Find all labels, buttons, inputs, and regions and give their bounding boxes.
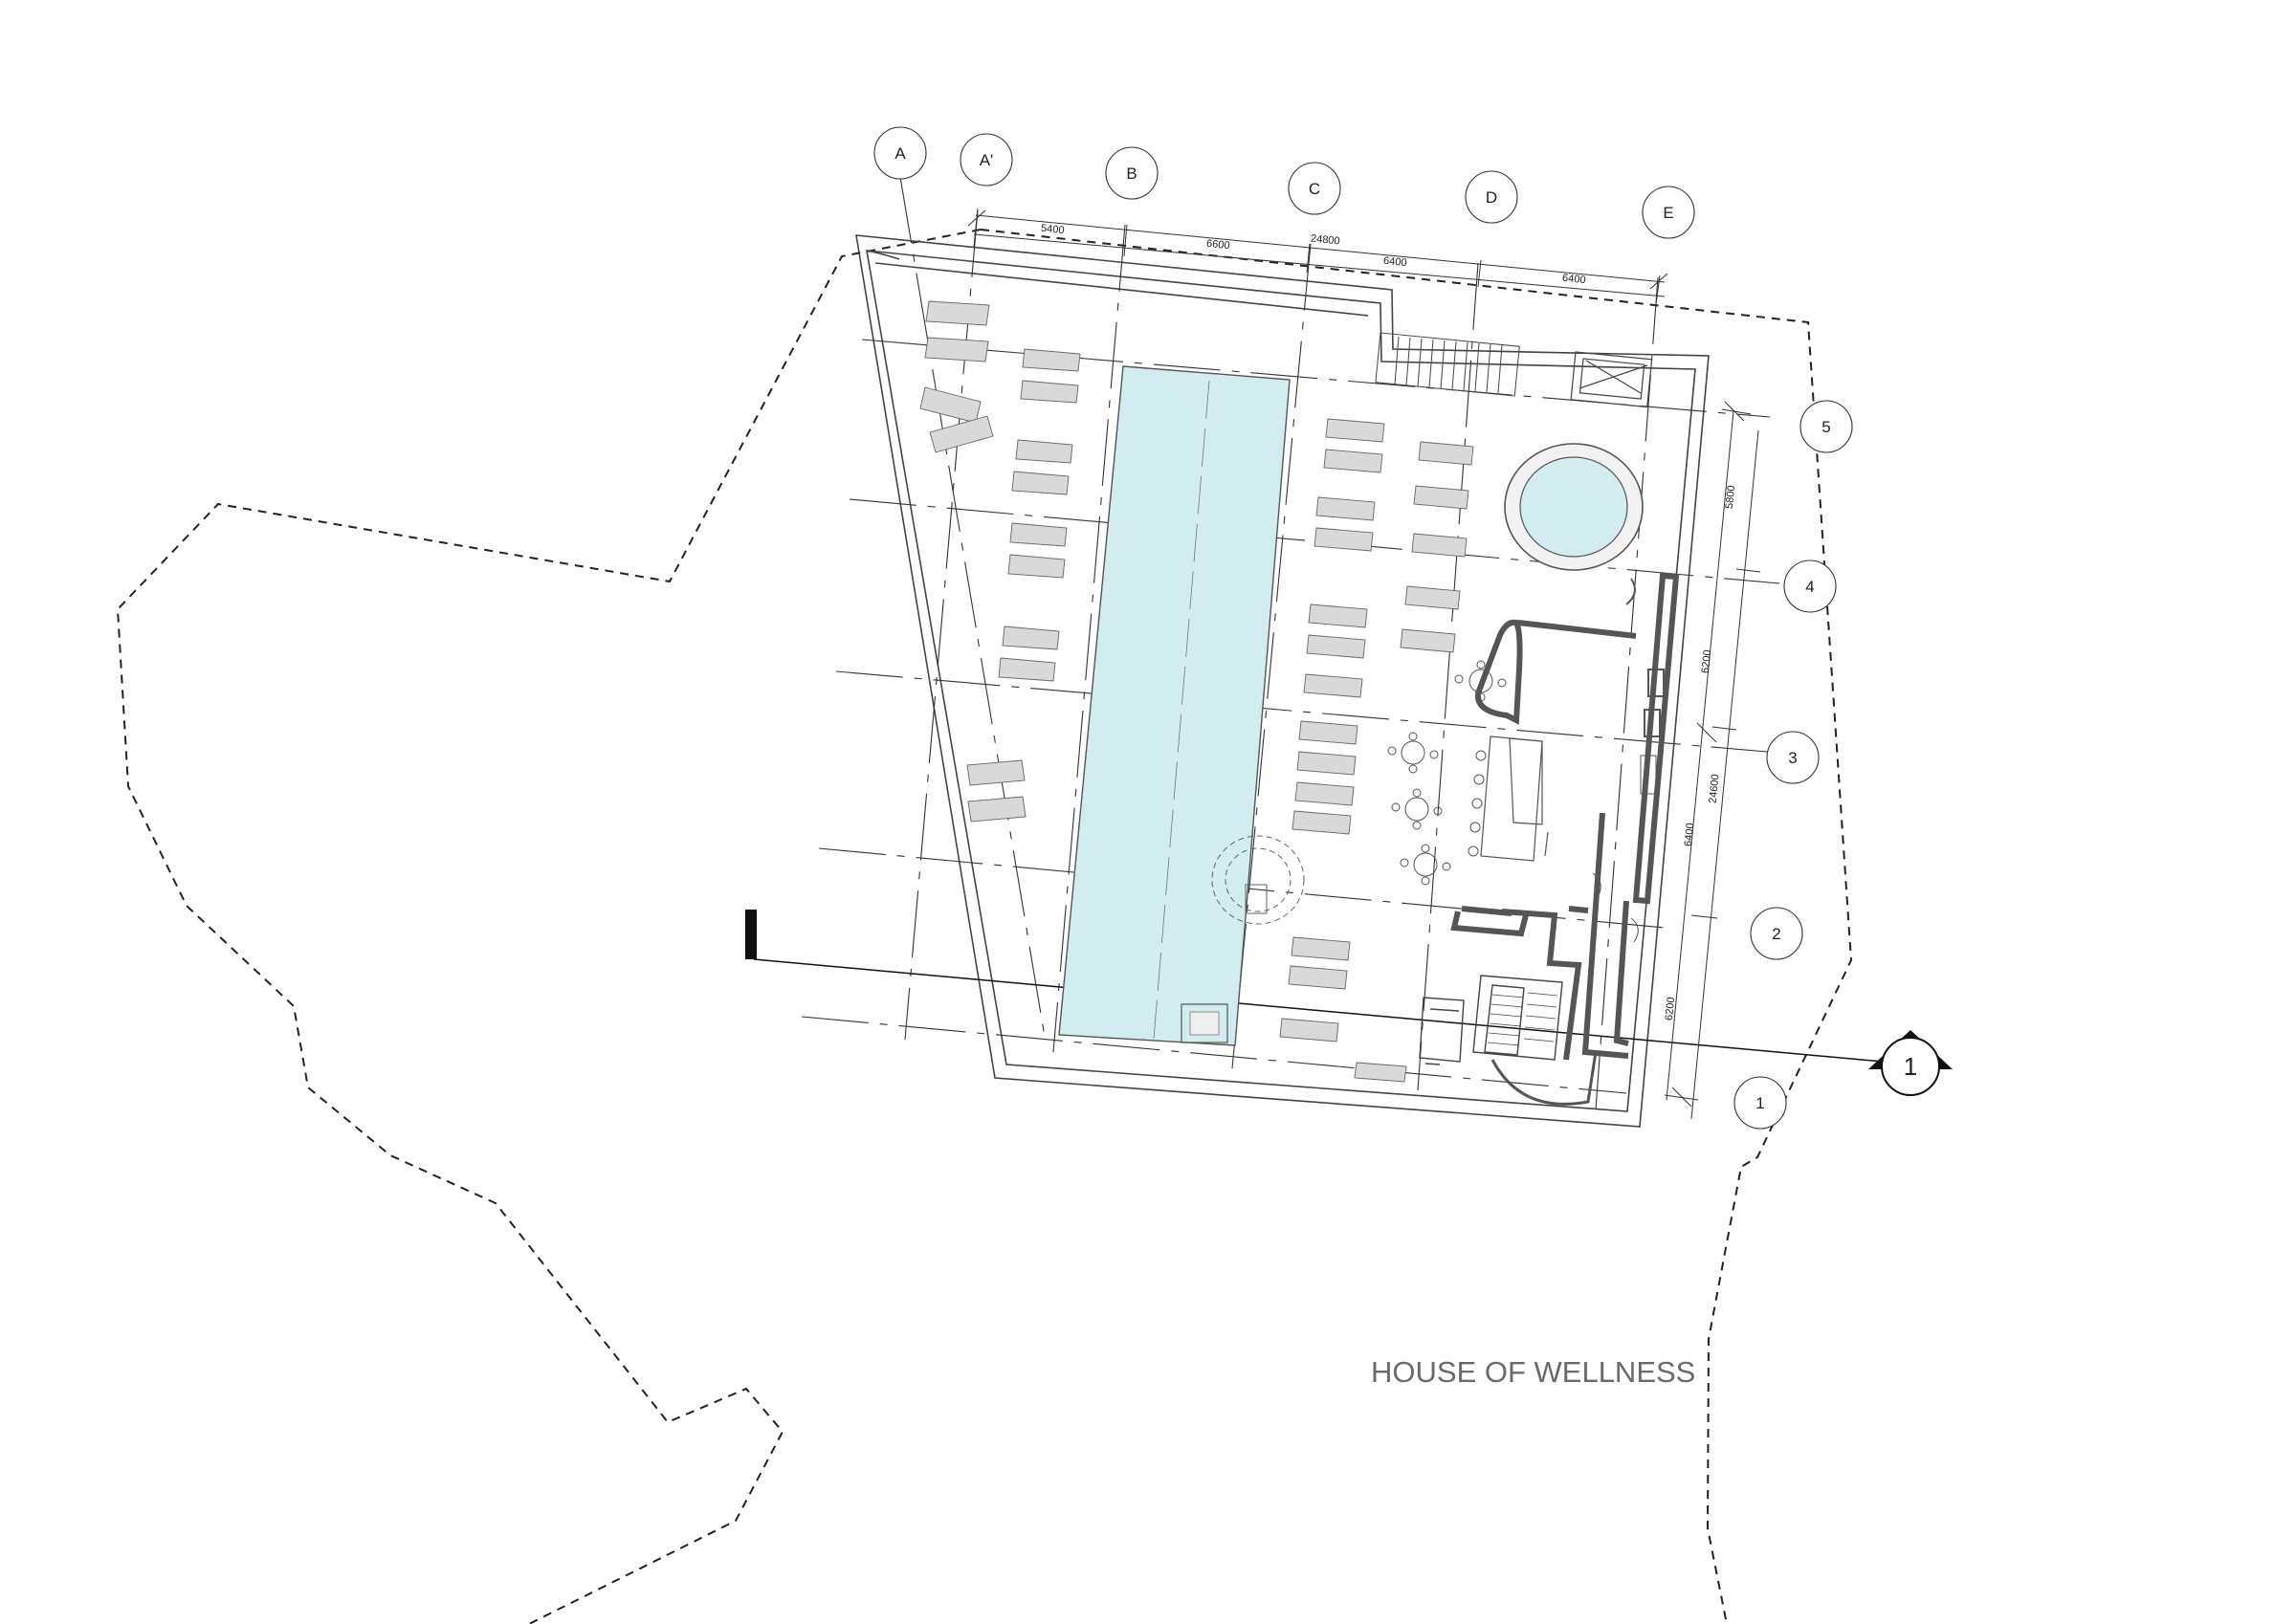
grid-label-2: 2 xyxy=(1772,925,1780,943)
grid-bubble-A-prime: A' xyxy=(960,133,1013,187)
row-grid-bubbles: 5 4 3 2 1 xyxy=(1733,400,1853,1130)
grid-label-C: C xyxy=(1309,180,1320,198)
dimension-side-segment-4: 6200 xyxy=(1664,997,1677,1021)
grid-label-E: E xyxy=(1663,204,1673,222)
dimension-side-segment-2: 6200 xyxy=(1700,649,1713,674)
stair-core xyxy=(1419,975,1598,1106)
grid-bubble-1: 1 xyxy=(1733,1076,1787,1130)
section-cut-line xyxy=(745,910,1905,1064)
service-rooms xyxy=(1592,578,1665,943)
grid-bubble-D: D xyxy=(1465,170,1518,224)
side-dimension-labels: 24600 5800 6200 6400 6200 xyxy=(1664,485,1737,1021)
section-marker: 1 xyxy=(1868,1030,1953,1096)
dimension-side-segment-1: 5800 xyxy=(1724,485,1737,510)
grid-label-A-prime: A' xyxy=(980,151,994,169)
grid-bubble-4: 4 xyxy=(1783,560,1837,613)
bar-counter xyxy=(1480,735,1549,862)
grid-bubble-5: 5 xyxy=(1799,400,1853,453)
outdoor-shower xyxy=(1211,835,1305,925)
top-dimension-labels: 24800 5400 6600 6400 6400 xyxy=(1041,223,1587,286)
top-stair xyxy=(1375,332,1520,397)
grid-bubble-3: 3 xyxy=(1766,731,1820,784)
grid-bubble-2: 2 xyxy=(1750,907,1803,960)
cafe-tables xyxy=(1387,660,1507,886)
grid-label-3: 3 xyxy=(1788,749,1797,767)
swimming-pool xyxy=(1058,365,1291,1046)
grid-label-A: A xyxy=(894,144,906,163)
dimension-top-segment-2: 6600 xyxy=(1206,238,1231,252)
grid-label-5: 5 xyxy=(1821,418,1830,436)
grid-bubble-A: A xyxy=(873,126,927,180)
sun-loungers xyxy=(919,300,1474,1083)
building-outline xyxy=(855,234,1710,1128)
top-dimension-lines xyxy=(967,208,1668,305)
grid-label-1: 1 xyxy=(1755,1094,1764,1112)
grid-bubble-B: B xyxy=(1105,146,1159,200)
core-walls xyxy=(1450,572,1680,1061)
dimension-side-segment-3: 6400 xyxy=(1683,823,1696,847)
grid-label-B: B xyxy=(1126,165,1137,183)
grid-bubble-E: E xyxy=(1642,186,1695,239)
drawing-title: HOUSE OF WELLNESS xyxy=(1371,1355,1695,1389)
grid-bubble-C: C xyxy=(1288,162,1341,215)
dimension-top-segment-3: 6400 xyxy=(1383,255,1408,269)
dimension-top-total: 24800 xyxy=(1310,233,1340,248)
dimension-top-segment-4: 6400 xyxy=(1562,273,1587,286)
grid-label-D: D xyxy=(1486,188,1497,207)
dimension-top-segment-1: 5400 xyxy=(1041,223,1066,236)
round-plunge-pool xyxy=(1504,443,1644,571)
side-dimension-lines xyxy=(1664,401,1761,1120)
section-marker-label: 1 xyxy=(1904,1052,1917,1081)
dimension-side-total: 24600 xyxy=(1708,774,1722,804)
elevator-shaft xyxy=(1570,351,1653,408)
grid-label-4: 4 xyxy=(1805,578,1814,596)
column-grid-bubbles: A A' B C D E xyxy=(873,126,1695,239)
